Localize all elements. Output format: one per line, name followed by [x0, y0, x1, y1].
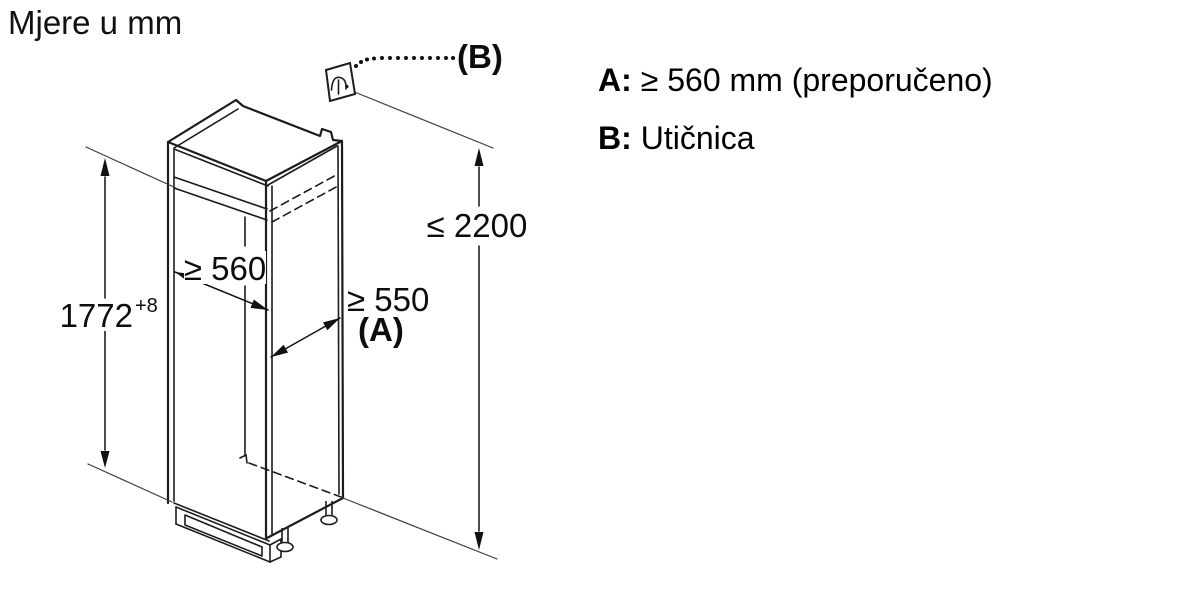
legend-item-b: B:Utičnica	[598, 120, 755, 157]
legend-text-b: Utičnica	[640, 120, 755, 156]
niche-depth-label: ≥ 550	[347, 281, 429, 318]
niche-width-label: ≥ 560	[184, 250, 266, 287]
cabinet-inner-lines	[173, 108, 340, 542]
inner-height-label: 1772	[60, 297, 133, 334]
ceiling-reference-line	[351, 90, 494, 149]
socket-ref-label: (B)	[457, 38, 503, 75]
socket-icon	[324, 61, 357, 103]
niche-floor-edge	[173, 502, 270, 542]
legend-item-a: A:≥ 560 mm (preporučeno)	[598, 62, 993, 99]
ext-line-inner-height-bottom	[87, 463, 173, 503]
cabinet-back-right-edge	[340, 139, 345, 500]
foot-rear-icon	[320, 501, 338, 526]
legend-key-a: A:	[598, 62, 632, 98]
cabinet-outline	[166, 98, 345, 540]
cabinet-top-face	[166, 98, 344, 183]
inner-height-tolerance-label: +8	[135, 295, 158, 317]
niche-depth-ref-label: (A)	[358, 311, 404, 348]
max-total-height-label: ≤ 2200	[427, 207, 528, 244]
niche-ceiling-rail	[173, 176, 268, 210]
dimension-arrowheads	[100, 148, 484, 550]
socket-leader-dots	[354, 56, 455, 68]
hidden-edges-dashed	[248, 173, 342, 498]
dimension-labels: 1772 +8 ≥ 560 ≥ 550 (A) ≤ 2200 (B)	[60, 38, 528, 348]
cabinet-right-bottom-edge	[265, 496, 345, 540]
plinth-recess-panel	[184, 514, 263, 557]
adjustable-feet	[276, 501, 338, 553]
extension-lines	[85, 90, 498, 560]
floor-reference-line	[342, 497, 498, 560]
foot-front-icon	[276, 528, 294, 553]
legend-key-b: B:	[598, 120, 632, 156]
socket-symbol	[330, 76, 347, 95]
legend-text-a: ≥ 560 mm (preporučeno)	[640, 62, 993, 98]
page-title: Mjere u mm	[8, 4, 183, 41]
ext-line-inner-height-top	[85, 146, 177, 189]
dimension-lines	[104, 166, 480, 532]
